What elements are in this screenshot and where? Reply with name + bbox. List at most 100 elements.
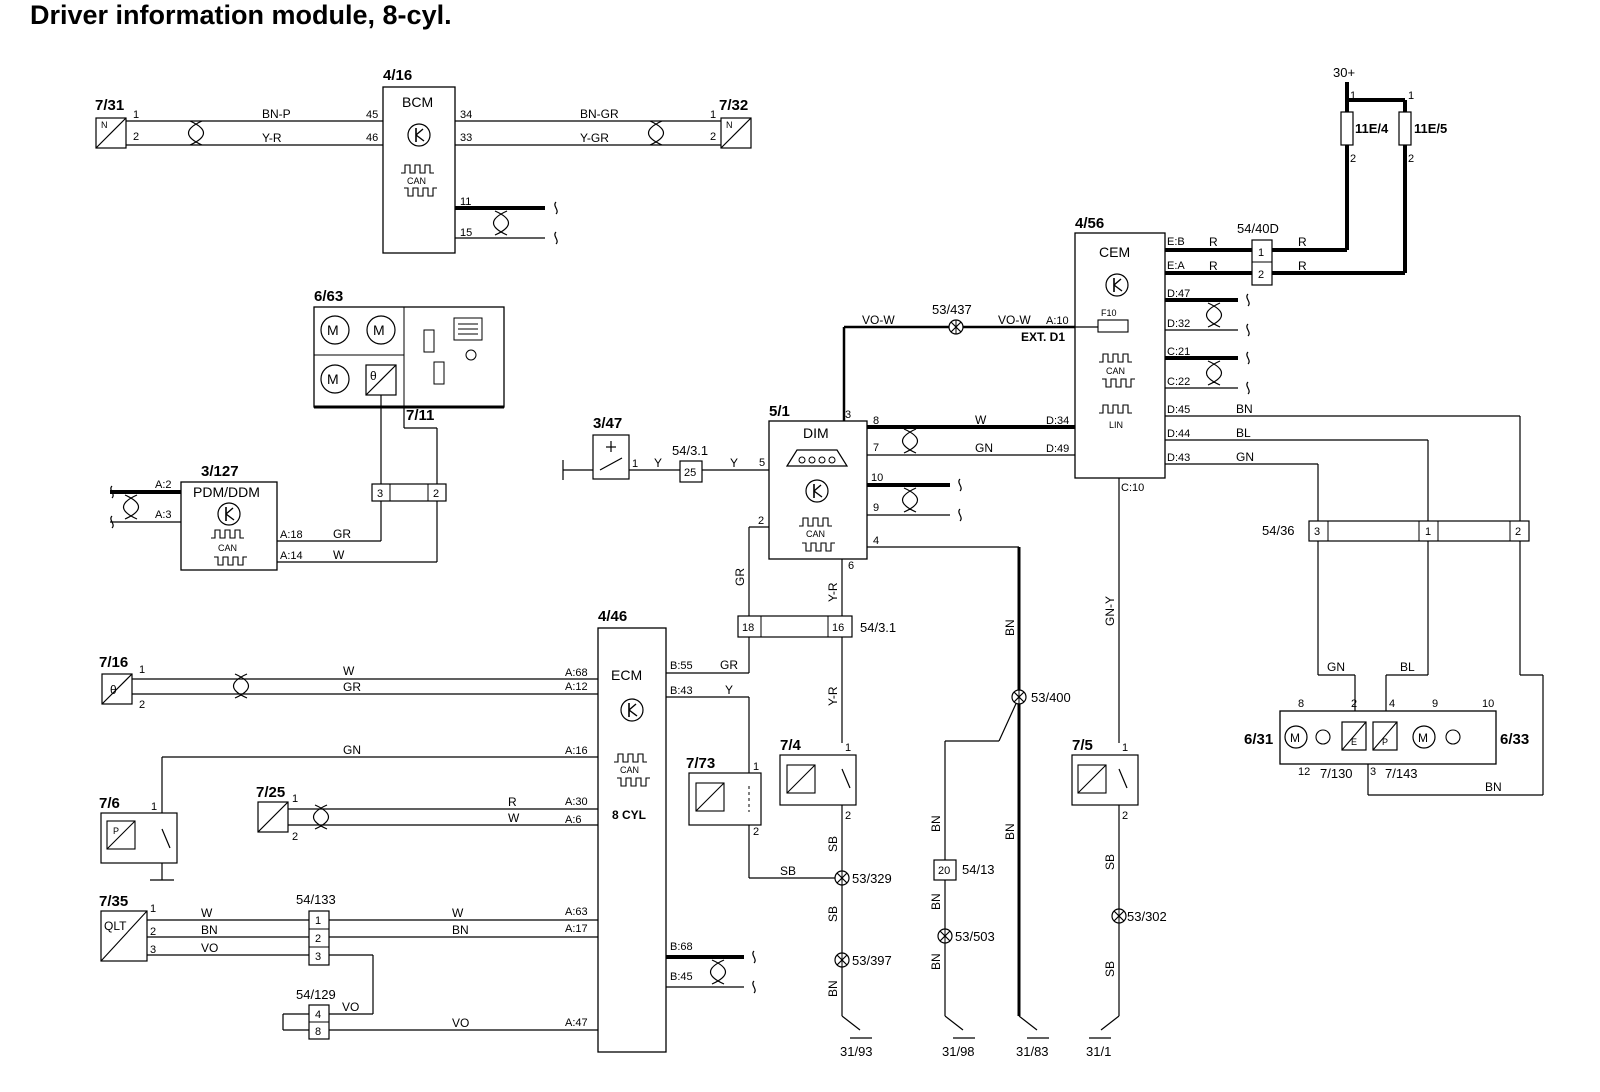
switch-7-5: 7/5 1 2 — [1071, 737, 1139, 822]
actuator-6-31-6-33: 6/31 6/33 M E P M 8 2 4 9 10 12 3 7/130 … — [1244, 698, 1529, 781]
svg-text:12: 12 — [1298, 766, 1310, 778]
svg-text:W: W — [452, 906, 464, 920]
svg-text:GR: GR — [733, 568, 747, 586]
svg-text:CAN: CAN — [806, 529, 825, 539]
svg-text:CAN: CAN — [1106, 366, 1125, 376]
svg-text:8: 8 — [873, 415, 879, 427]
svg-text:D:47: D:47 — [1167, 288, 1190, 300]
svg-text:4/16: 4/16 — [383, 67, 412, 84]
svg-text:A:12: A:12 — [565, 681, 588, 693]
svg-text:GR: GR — [333, 527, 351, 541]
svg-text:C:22: C:22 — [1167, 376, 1190, 388]
svg-text:N: N — [101, 120, 108, 130]
svg-text:7/35: 7/35 — [99, 893, 128, 910]
svg-text:3: 3 — [377, 488, 383, 500]
svg-text:11E/4: 11E/4 — [1355, 121, 1389, 136]
bcm-module: 4/16 BCM CAN 45 46 34 33 11 15 — [366, 67, 472, 254]
svg-text:GN: GN — [1236, 450, 1254, 464]
ecm-module: 4/46 ECM CAN 8 CYL A:68 A:12 A:16 A:30 A… — [565, 608, 693, 1053]
svg-text:A:17: A:17 — [565, 923, 588, 935]
svg-text:D:32: D:32 — [1167, 318, 1190, 330]
svg-text:A:16: A:16 — [565, 745, 588, 757]
svg-text:53/302: 53/302 — [1127, 909, 1167, 924]
svg-text:1: 1 — [710, 109, 716, 121]
dim-module: 5/1 DIM CAN 5 2 3 8 7 10 9 4 6 — [758, 403, 883, 572]
svg-text:Y: Y — [730, 456, 738, 470]
svg-text:6: 6 — [848, 560, 854, 572]
svg-text:1: 1 — [1258, 247, 1264, 259]
svg-text:1: 1 — [753, 761, 759, 773]
svg-text:E:A: E:A — [1167, 260, 1185, 272]
svg-text:7/5: 7/5 — [1072, 737, 1093, 754]
svg-text:1: 1 — [150, 903, 156, 915]
svg-text:EXT. D1: EXT. D1 — [1021, 330, 1065, 344]
svg-text:GN: GN — [1327, 660, 1345, 674]
svg-text:A:47: A:47 — [565, 1017, 588, 1029]
sensor-7-35: QLT 7/35 1 2 3 — [99, 893, 156, 962]
svg-text:BN: BN — [1236, 402, 1253, 416]
connector-54-13: 20 54/13 — [933, 859, 995, 881]
svg-text:4/46: 4/46 — [598, 608, 627, 625]
svg-text:W: W — [201, 906, 213, 920]
svg-text:9: 9 — [873, 502, 879, 514]
svg-text:VO: VO — [201, 941, 218, 955]
sensor-7-16: θ 7/16 1 2 — [99, 654, 145, 711]
svg-text:B:45: B:45 — [670, 971, 693, 983]
svg-text:GN: GN — [975, 441, 993, 455]
svg-text:Y: Y — [725, 683, 733, 697]
svg-text:BN: BN — [929, 893, 943, 910]
svg-text:53/397: 53/397 — [852, 953, 892, 968]
svg-text:7/143: 7/143 — [1385, 766, 1418, 781]
svg-text:D:44: D:44 — [1167, 428, 1190, 440]
svg-text:54/40D: 54/40D — [1237, 221, 1279, 236]
svg-text:7/6: 7/6 — [99, 795, 120, 812]
svg-text:7/4: 7/4 — [780, 737, 802, 754]
connector-54-36: 3 1 2 54/36 — [1262, 520, 1530, 542]
sensor-7-31: 7/31 N 1 2 — [95, 97, 139, 149]
svg-text:A:30: A:30 — [565, 796, 588, 808]
svg-text:25: 25 — [684, 467, 696, 479]
svg-text:3/127: 3/127 — [201, 463, 239, 480]
svg-text:BN-P: BN-P — [262, 107, 291, 121]
svg-text:15: 15 — [460, 227, 472, 239]
svg-text:2: 2 — [133, 131, 139, 143]
svg-text:B:55: B:55 — [670, 660, 693, 672]
splice-53-397 — [834, 952, 850, 968]
svg-text:BL: BL — [1400, 660, 1415, 674]
svg-text:W: W — [333, 548, 345, 562]
connector-54-3-1-bot: 18 16 54/3.1 — [737, 615, 896, 638]
svg-text:6/33: 6/33 — [1500, 731, 1529, 748]
svg-text:2: 2 — [150, 926, 156, 938]
pdm-ddm-module: 3/127 PDM/DDM CAN A:2 A:3 A:18 A:14 — [155, 463, 303, 571]
svg-text:54/129: 54/129 — [296, 987, 336, 1002]
cem-module: 4/56 CEM F10 EXT. D1 A:10 CAN LIN E:B E:… — [1021, 215, 1190, 494]
svg-text:1: 1 — [151, 801, 157, 813]
svg-text:7/31: 7/31 — [95, 97, 124, 114]
svg-text:DIM: DIM — [803, 425, 829, 441]
splice-53-302 — [1111, 908, 1127, 924]
svg-text:P: P — [1382, 737, 1388, 747]
svg-text:2: 2 — [753, 826, 759, 838]
splice-53-437 — [948, 319, 964, 335]
svg-text:SB: SB — [1103, 961, 1117, 977]
svg-text:BN: BN — [1485, 780, 1502, 794]
svg-text:8: 8 — [315, 1026, 321, 1038]
svg-text:1: 1 — [1425, 526, 1431, 538]
svg-text:31/83: 31/83 — [1016, 1044, 1049, 1059]
actuator-6-63: 6/63 M M M θ 7/11 — [313, 288, 505, 424]
svg-text:11: 11 — [460, 196, 471, 208]
svg-text:GR: GR — [720, 658, 738, 672]
svg-text:3: 3 — [1370, 766, 1376, 778]
sensor-7-32: 7/32 N 1 2 — [710, 97, 752, 149]
connector-7-11: 3 2 — [371, 483, 447, 502]
svg-text:D:43: D:43 — [1167, 452, 1190, 464]
svg-text:F10: F10 — [1101, 308, 1117, 318]
svg-text:2: 2 — [758, 515, 764, 527]
svg-text:7/25: 7/25 — [256, 784, 285, 801]
svg-text:20: 20 — [938, 865, 950, 877]
svg-text:2: 2 — [1122, 810, 1128, 822]
svg-text:1: 1 — [845, 742, 851, 754]
svg-text:C:21: C:21 — [1167, 346, 1190, 358]
svg-text:E: E — [1351, 737, 1357, 747]
svg-text:45: 45 — [366, 109, 378, 121]
